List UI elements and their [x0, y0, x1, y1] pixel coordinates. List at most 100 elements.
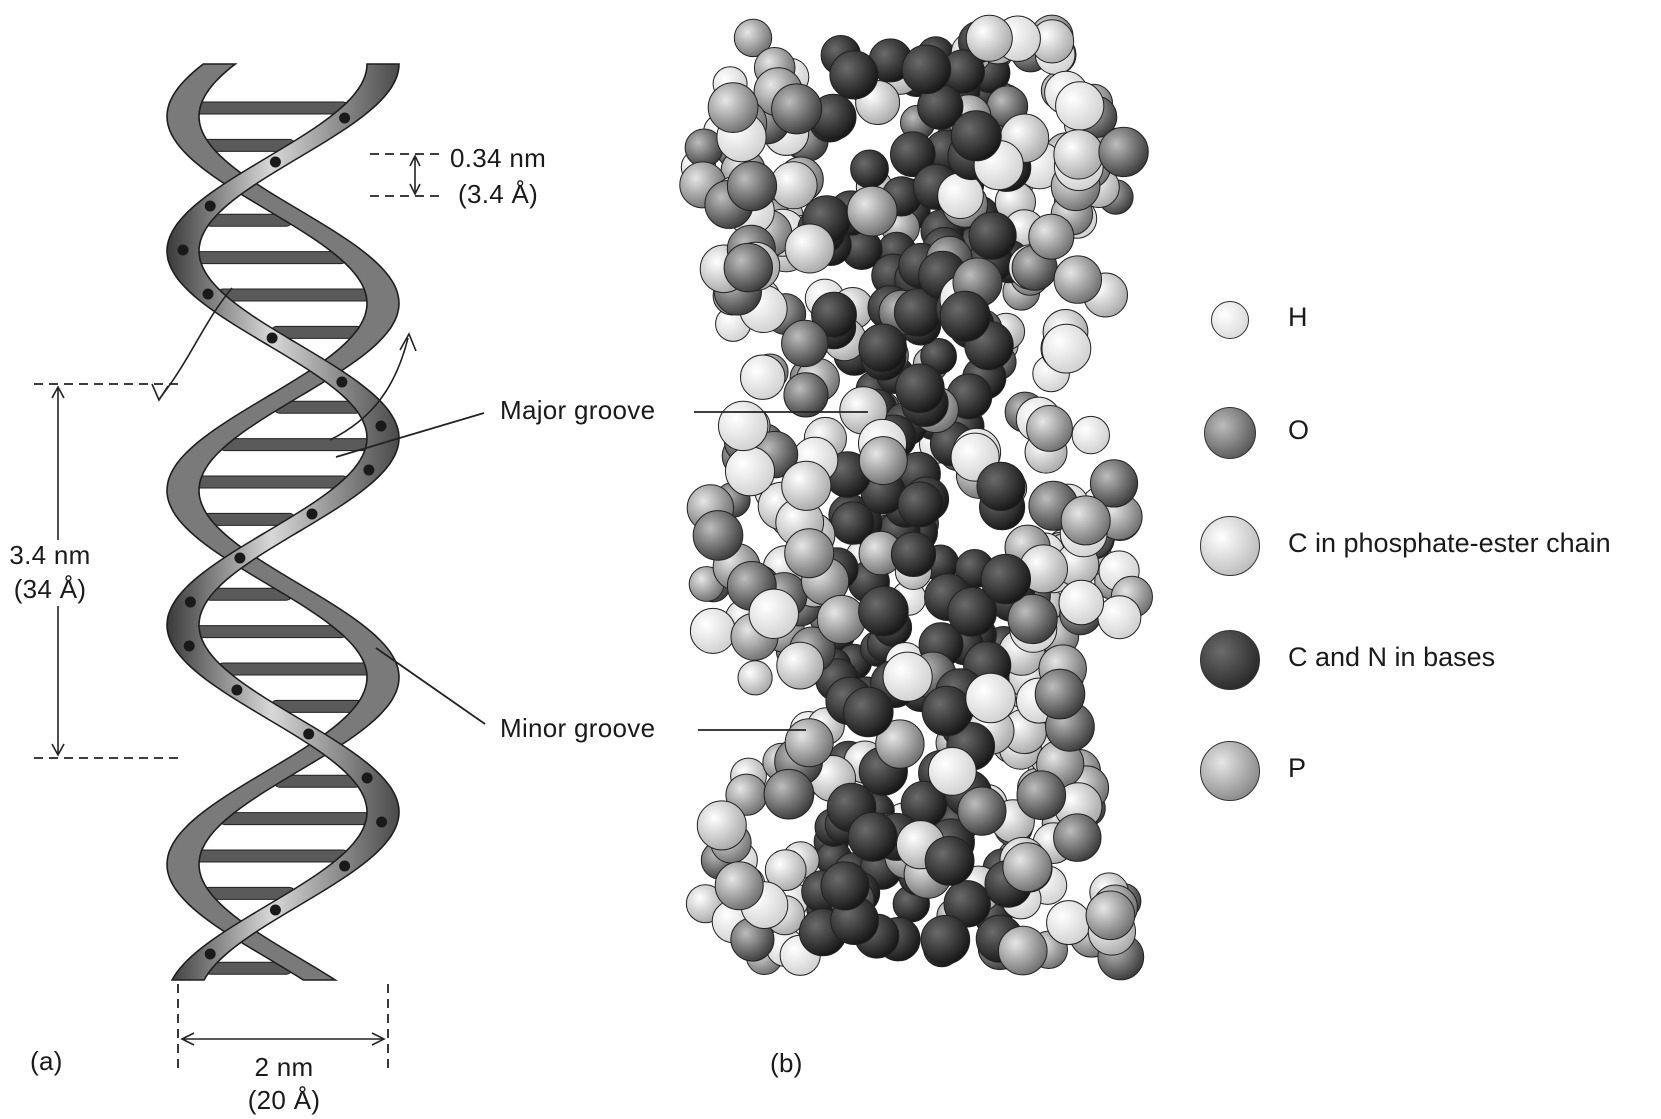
pitch-nm: 3.4 nm	[9, 540, 91, 570]
phosphate-dot	[269, 156, 281, 168]
minor-groove-label: Minor groove	[500, 713, 656, 743]
atom-sphere	[776, 641, 825, 690]
atom-sphere	[1053, 129, 1104, 180]
space-filling-model	[679, 14, 1154, 981]
atom-sphere	[998, 925, 1048, 976]
atom-sphere	[725, 446, 775, 497]
atom-sphere	[829, 50, 879, 100]
width-angstrom: (20 Å)	[247, 1085, 321, 1115]
atom-sphere	[692, 510, 744, 561]
phosphate-dot	[303, 728, 315, 740]
phosphate-dot	[339, 112, 351, 124]
phosphate-dot	[266, 332, 278, 344]
atom-sphere	[748, 588, 799, 639]
panel-a-label: (a)	[30, 1046, 63, 1076]
atom-sphere	[882, 651, 933, 702]
base-pair-rung	[218, 812, 375, 826]
atom-sphere	[781, 319, 829, 368]
atom-sphere	[783, 372, 829, 418]
atom-sphere	[924, 836, 975, 886]
atom-sphere	[858, 436, 908, 486]
legend-label: O	[1288, 415, 1310, 445]
base-pair-rung	[216, 662, 375, 676]
width-nm: 2 nm	[254, 1052, 314, 1082]
atom-sphere	[1098, 126, 1149, 178]
phosphate-dot	[202, 288, 214, 300]
rotation-arrow-left	[159, 287, 233, 399]
atom-sphere	[726, 161, 778, 212]
atom-sphere	[784, 718, 834, 768]
atom-sphere	[1058, 579, 1105, 626]
base-pair-rung	[191, 101, 350, 115]
major-groove-leader-a	[335, 412, 485, 458]
atom-sphere	[714, 861, 764, 911]
phosphate-dot	[336, 376, 348, 388]
atom-sphere	[1071, 415, 1111, 455]
phosphate-dot	[339, 860, 351, 872]
base-spacing-nm: 0.34 nm	[450, 143, 547, 173]
atom-sphere	[1053, 255, 1103, 304]
atom-sphere	[875, 719, 925, 769]
atom-sphere	[1016, 770, 1067, 821]
atom-sphere	[784, 528, 835, 579]
atom-sphere	[1085, 890, 1136, 941]
atom-sphere	[1028, 213, 1075, 260]
base-spacing-angstrom: (3.4 Å)	[458, 179, 539, 209]
atom-sphere	[950, 110, 1002, 162]
legend-label: H	[1288, 302, 1308, 332]
atom-sphere	[689, 607, 736, 654]
backbone-strand-front	[166, 63, 400, 981]
phosphate-dot	[375, 420, 387, 432]
base-pair-rung	[218, 438, 375, 452]
phosphate-dot	[269, 904, 281, 916]
phosphate-dot	[177, 244, 189, 256]
phosphate-dot	[234, 552, 246, 564]
atom-sphere	[737, 660, 773, 696]
atom-sphere	[1007, 593, 1058, 645]
atom-sphere	[718, 400, 769, 452]
backbone-ribbon	[166, 63, 400, 981]
phosphate-dot	[204, 200, 216, 212]
atom-sphere	[843, 686, 894, 738]
atom-sphere	[858, 323, 908, 373]
base-spacing-arrowhead-top	[409, 154, 421, 167]
atom-sphere	[1002, 842, 1053, 893]
atom-sphere	[901, 44, 952, 95]
atom-sphere	[858, 585, 909, 637]
atom-sphere	[937, 172, 984, 219]
pitch-angstrom: (34 Å)	[13, 574, 87, 604]
atom-sphere	[846, 185, 898, 237]
legend-label: C in phosphate-ester chain	[1288, 528, 1611, 558]
rotation-arrow-left-head	[151, 383, 169, 402]
pitch-arrowhead-bottom	[51, 743, 65, 757]
base-pair-rung	[216, 288, 375, 302]
legend-swatch-icon	[1200, 630, 1260, 690]
atom-sphere	[740, 354, 786, 400]
phosphate-dot	[184, 596, 196, 608]
atom-sphere	[920, 914, 971, 965]
rotation-arrow-right-head	[399, 332, 417, 352]
atom-sphere	[847, 811, 898, 862]
atom-sphere	[733, 18, 773, 58]
legend-swatch-icon	[1204, 407, 1256, 459]
phosphate-dot	[204, 948, 216, 960]
atom-sphere	[1089, 459, 1139, 508]
phosphate-dot	[363, 464, 375, 476]
legend-swatch-icon	[1211, 301, 1249, 339]
atom-sphere	[771, 83, 823, 135]
atom-sphere	[957, 786, 1007, 836]
atom-sphere	[943, 880, 991, 928]
atom-sphere	[965, 14, 1013, 62]
atom-sphere	[723, 242, 773, 293]
atom-sphere	[890, 131, 936, 177]
base-pair-rung	[191, 849, 350, 863]
atom-sphere	[890, 531, 937, 578]
atom-sphere	[763, 768, 815, 820]
phosphate-dot	[306, 508, 318, 520]
atom-sphere	[965, 672, 1016, 724]
atom-sphere	[1041, 323, 1092, 374]
atom-sphere	[707, 82, 759, 133]
major-groove-label: Major groove	[500, 395, 656, 425]
atom-sphere	[816, 594, 867, 645]
